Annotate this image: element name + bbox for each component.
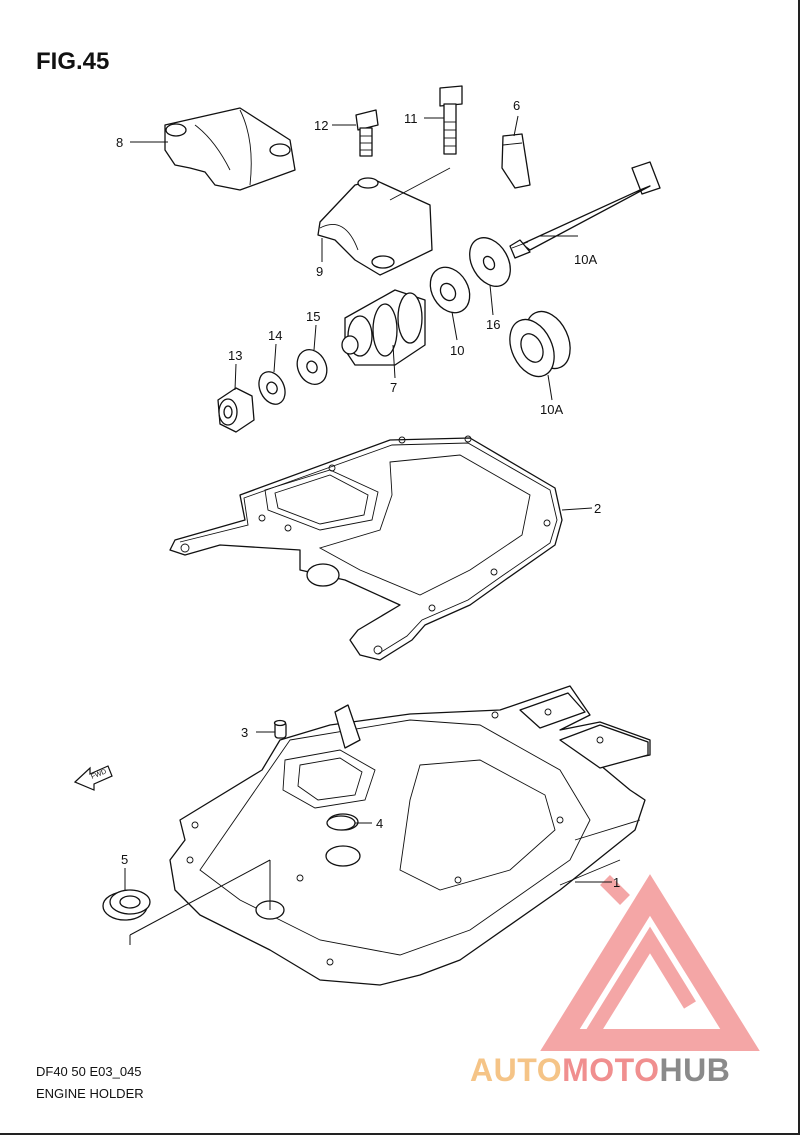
callout-10a: 10A [540,402,563,417]
part-9-clamp-body [317,167,451,276]
part-2-gasket [169,435,563,661]
part-3-dowel-pin [273,719,287,739]
diagram-code: DF40 50 E03_045 [36,1064,142,1079]
watermark-text-hub: HUB [659,1052,731,1088]
part-8-clamp-cap [164,107,296,191]
callout-13: 12 [314,118,328,133]
watermark-text-auto: AUTO [470,1052,563,1088]
callout-6: 6 [513,98,520,113]
part-4-o-ring [326,815,356,831]
part-17-washer [469,237,511,287]
callout-15: 14 [268,328,282,343]
part-15-washer [258,371,286,405]
callout-17: 16 [486,317,500,332]
leader-lines [124,115,612,890]
callout-8: 8 [116,135,123,150]
part-1-engine-holder [129,685,651,986]
callout-14: 13 [228,348,242,363]
part-12-bolt [439,85,463,155]
part-7-mount-rubber [341,289,426,366]
callout-11: 10A [574,252,597,267]
callout-3: 3 [241,725,248,740]
callout-16: 15 [306,309,320,324]
watermark-text-moto: MOTO [562,1052,660,1088]
part-16-washer [296,348,328,386]
diagram-name: ENGINE HOLDER [36,1086,144,1101]
part-11-long-bolt [509,161,661,259]
callout-1: 1 [613,875,620,890]
part-6-plate [501,133,531,189]
fwd-arrow-icon: FWD [73,765,113,791]
figure-title: FIG.45 [36,48,110,75]
callout-12: 11 [404,111,418,126]
callout-7: 7 [390,380,397,395]
part-10-washer [429,266,471,314]
callout-2: 2 [594,501,601,516]
watermark-text: AUTOMOTOHUB [470,1052,730,1089]
callout-9: 9 [316,264,323,279]
part-13-bolt [355,109,379,157]
callout-5: 5 [121,852,128,867]
callout-labels: 8 12 11 6 10A 16 10 10A 9 7 15 14 13 2 3… [116,98,620,890]
part-14-nut [217,387,255,433]
part-10a-bushing [509,310,571,378]
watermark-logo [540,874,760,1051]
callout-4: 4 [376,816,383,831]
part-5-oil-seal [102,889,151,921]
callout-10: 10 [450,343,464,358]
